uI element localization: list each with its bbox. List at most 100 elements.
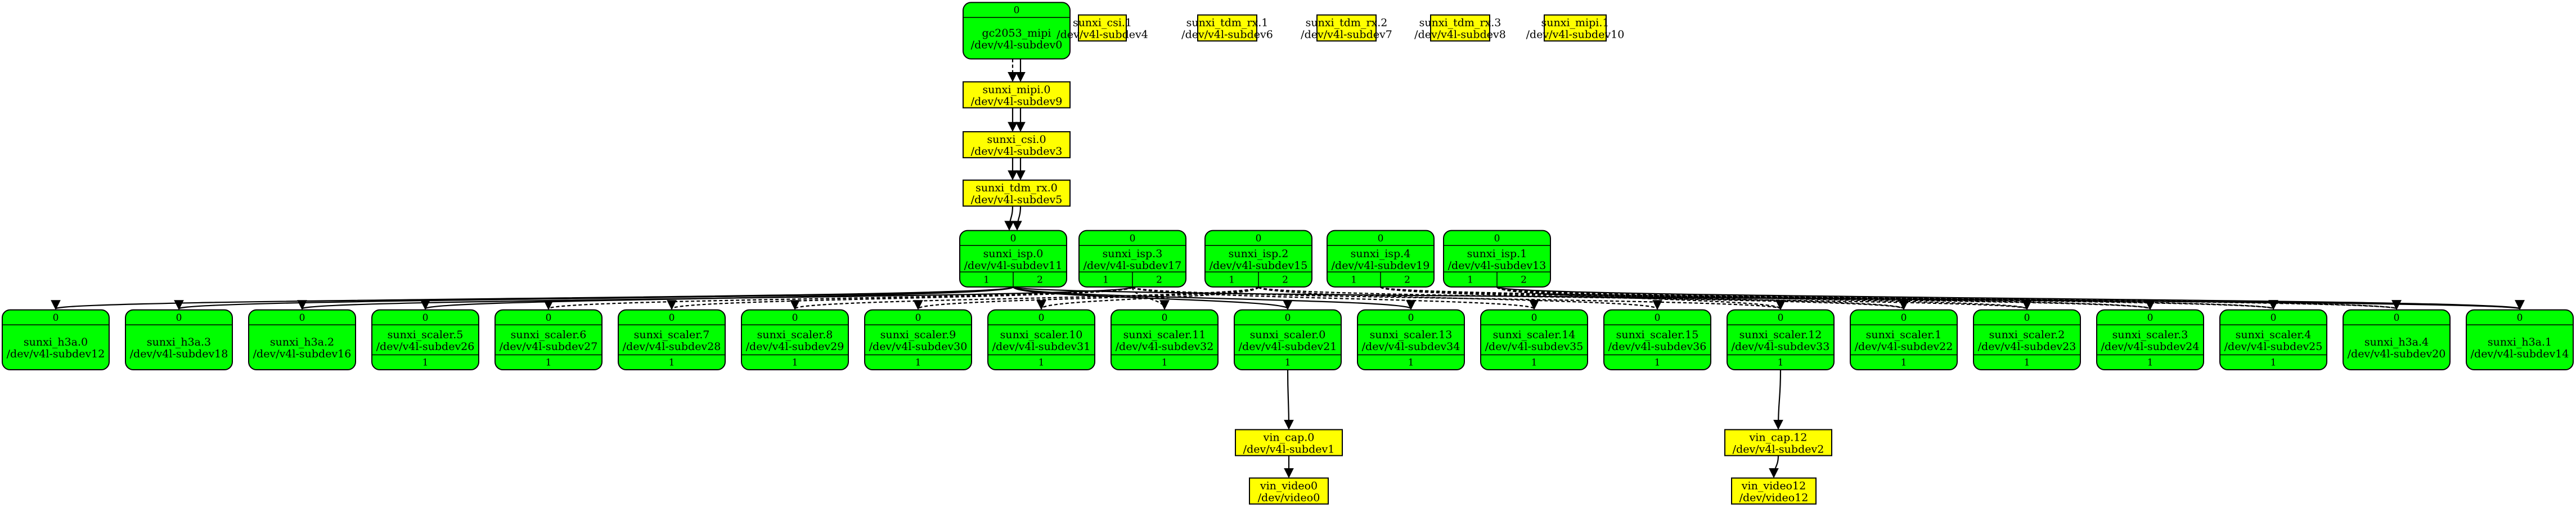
node-box (1724, 429, 1832, 456)
node-name: sunxi_scaler.3 (2112, 329, 2188, 341)
node-vincap12[interactable]: vin_cap.12/dev/v4l-subdev2 (1724, 429, 1832, 456)
node-device: /dev/v4l-subdev25 (2224, 340, 2323, 353)
node-box (963, 81, 1071, 109)
node-name: sunxi_scaler.10 (1000, 329, 1083, 341)
node-device: /dev/v4l-subdev31 (992, 340, 1091, 353)
node-box (1235, 429, 1343, 456)
port-label: 1 (546, 357, 552, 369)
node-name: sunxi_scaler.11 (1123, 329, 1206, 341)
port-label: 1 (1901, 357, 1907, 369)
node-h3a3[interactable]: 0 sunxi_h3a.3/dev/v4l-subdev18 (125, 309, 233, 371)
node-tdm0[interactable]: sunxi_tdm_rx.0/dev/v4l-subdev5 (963, 180, 1071, 207)
edge-isp3-to-sc12 (1131, 286, 1785, 310)
port-label: 0 (53, 312, 59, 324)
node-vincap0[interactable]: vin_cap.0/dev/v4l-subdev1 (1235, 429, 1343, 456)
node-csi0[interactable]: sunxi_csi.0/dev/v4l-subdev3 (963, 131, 1071, 159)
node-vinvideo12[interactable]: vin_video12/dev/video12 (1731, 477, 1817, 505)
node-name: sunxi_mipi.1 (1541, 17, 1610, 29)
node-h3a2[interactable]: 0 sunxi_h3a.2/dev/v4l-subdev16 (248, 309, 356, 371)
node-box (1731, 477, 1817, 505)
node-device: /dev/v4l-subdev19 (1332, 259, 1430, 272)
port-label: 0 (2024, 312, 2030, 324)
node-device: /dev/v4l-subdev18 (130, 348, 228, 360)
node-tdm3[interactable]: sunxi_tdm_rx.3/dev/v4l-subdev8 (1414, 14, 1506, 42)
port-label: 1 (1408, 357, 1414, 369)
node-csi1[interactable]: sunxi_csi.1/dev/v4l-subdev4 (1057, 14, 1148, 42)
node-device: /dev/v4l-subdev11 (964, 259, 1063, 272)
node-name: gc2053_mipi (982, 27, 1051, 39)
edge-vincap12-to-vinvideo12 (1769, 455, 1779, 478)
node-vinvideo0[interactable]: vin_video0/dev/video0 (1249, 477, 1329, 505)
node-mipi1[interactable]: sunxi_mipi.1/dev/v4l-subdev10 (1526, 14, 1625, 42)
node-box (963, 131, 1071, 159)
node-device: /dev/v4l-subdev8 (1414, 29, 1506, 41)
node-box (1430, 14, 1490, 42)
edge-isp1-to-sc12 (1496, 286, 1786, 310)
node-name: sunxi_h3a.3 (147, 336, 211, 348)
node-name: sunxi_h3a.2 (270, 336, 334, 348)
node-tdm2[interactable]: sunxi_tdm_rx.2/dev/v4l-subdev7 (1301, 14, 1392, 42)
node-name: sunxi_isp.1 (1467, 248, 1527, 260)
port-label: 0 (1039, 312, 1045, 324)
port-label: 1 (1103, 274, 1109, 285)
port-label: 0 (1494, 233, 1500, 244)
edge-isp4-to-h3a4 (1379, 286, 2401, 310)
node-tdm1[interactable]: sunxi_tdm_rx.1/dev/v4l-subdev6 (1181, 14, 1273, 42)
port-label: 1 (1162, 357, 1168, 369)
edge-isp3-to-sc7 (667, 286, 1134, 310)
node-name: sunxi_scaler.0 (1250, 329, 1326, 341)
node-name: sunxi_scaler.9 (880, 329, 956, 341)
node-device: /dev/v4l-subdev29 (746, 340, 844, 353)
port-label: 0 (2394, 312, 2400, 324)
node-mipi0[interactable]: sunxi_mipi.0/dev/v4l-subdev9 (963, 81, 1071, 109)
node-box (1204, 230, 1312, 288)
node-name: sunxi_mipi.0 (983, 83, 1051, 96)
node-name: sunxi_isp.4 (1351, 248, 1411, 260)
port-label: 0 (422, 312, 429, 324)
node-device: /dev/v4l-subdev16 (253, 348, 352, 360)
port-label: 0 (1010, 233, 1017, 244)
port-label: 0 (176, 312, 182, 324)
node-device: /dev/v4l-subdev34 (1362, 340, 1460, 353)
node-device: /dev/v4l-subdev10 (1526, 29, 1625, 41)
port-label: 1 (2024, 357, 2030, 369)
port-label: 0 (299, 312, 305, 324)
node-name: sunxi_csi.1 (1073, 17, 1132, 29)
node-name: sunxi_scaler.12 (1739, 329, 1822, 341)
node-box (1197, 14, 1257, 42)
edge-tdm0-to-isp0 (1012, 206, 1022, 231)
node-device: /dev/v4l-subdev23 (1978, 340, 2076, 353)
port-label: 1 (1229, 274, 1235, 285)
node-name: sunxi_scaler.7 (634, 329, 710, 341)
edge-isp0-to-sc13 (1012, 286, 1416, 310)
port-label: 1 (2271, 357, 2277, 369)
edge-isp1-to-h3a4 (1496, 286, 2401, 310)
node-box (1544, 14, 1607, 42)
node-device: /dev/v4l-subdev0 (971, 39, 1063, 51)
